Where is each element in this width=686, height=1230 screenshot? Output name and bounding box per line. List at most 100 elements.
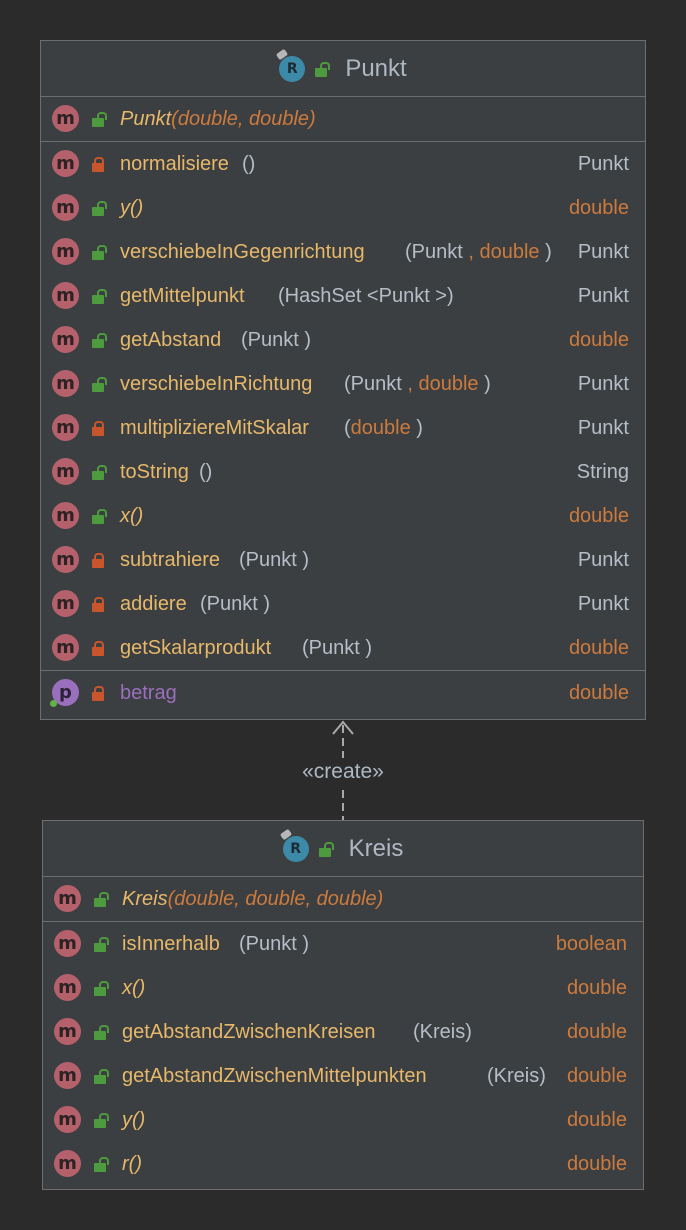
method-row[interactable]: m verschiebeInGegenrichtung (Punkt , doubl… xyxy=(41,230,645,274)
method-name: getAbstandZwischenKreisen xyxy=(122,1020,376,1043)
method-icon: m xyxy=(52,105,79,132)
return-type: Punkt xyxy=(577,240,629,263)
constructor-row[interactable]: m Kreis(double, double, double) xyxy=(43,877,643,921)
return-type: String xyxy=(576,460,629,483)
param-token: (Punkt ) xyxy=(302,636,373,659)
param-token: (Punkt xyxy=(405,240,463,263)
public-visibility-icon xyxy=(92,377,107,392)
method-icon: m xyxy=(52,502,79,529)
return-type: double xyxy=(566,1152,627,1175)
method-icon: m xyxy=(52,590,79,617)
private-visibility-icon xyxy=(92,421,104,436)
public-visibility-icon xyxy=(94,1025,109,1040)
constructor-row[interactable]: m Punkt(double, double) xyxy=(41,97,645,141)
public-visibility-icon xyxy=(92,333,107,348)
create-relation-label: «create» xyxy=(302,760,384,783)
return-type: Punkt xyxy=(577,284,629,307)
public-visibility-icon xyxy=(92,289,107,304)
method-icon: m xyxy=(52,194,79,221)
public-visibility-icon xyxy=(92,245,107,260)
return-type: double xyxy=(566,1108,627,1131)
private-visibility-icon xyxy=(92,641,104,656)
private-visibility-icon xyxy=(92,157,104,172)
param-token: (Punkt ) xyxy=(241,328,312,351)
method-icon: m xyxy=(52,238,79,265)
return-type: double xyxy=(566,1064,627,1087)
record-class-icon: R xyxy=(276,48,306,82)
method-params: (Punkt ) xyxy=(200,593,270,616)
param-token: (Kreis) xyxy=(487,1064,546,1087)
class-header: R Kreis xyxy=(43,821,643,877)
public-visibility-icon xyxy=(94,892,109,907)
method-name: r() xyxy=(122,1152,142,1175)
method-name: y() xyxy=(120,196,144,219)
param-token: , double xyxy=(462,240,540,263)
method-name: getMittelpunkt xyxy=(120,284,245,307)
method-name: getAbstandZwischenMittelpunkten xyxy=(122,1064,427,1087)
method-row[interactable]: m getAbstandZwischenKreisen (Kreis) double xyxy=(43,1010,643,1054)
method-name: getSkalarprodukt xyxy=(120,636,272,659)
param-token: , double xyxy=(401,372,479,395)
method-icon: m xyxy=(54,1018,81,1045)
method-row[interactable]: m y() double xyxy=(41,186,645,230)
method-name: getAbstand xyxy=(120,328,222,351)
return-type: double xyxy=(568,196,629,219)
method-name: subtrahiere xyxy=(120,548,221,571)
method-name: x() xyxy=(122,976,146,999)
param-token: (HashSet <Punkt >) xyxy=(278,284,454,307)
param-token: ) xyxy=(539,240,552,263)
return-type: double xyxy=(568,636,629,659)
public-visibility-icon xyxy=(94,1157,109,1172)
param-token: ) xyxy=(410,416,423,439)
method-params: (Kreis) xyxy=(413,1021,472,1044)
method-params: (double ) xyxy=(344,417,423,440)
method-params: (Punkt , double ) xyxy=(344,373,491,396)
public-visibility-icon xyxy=(315,61,331,77)
return-type: double xyxy=(568,504,629,527)
public-visibility-icon xyxy=(92,112,107,127)
param-token: () xyxy=(242,152,256,175)
method-name: isInnerhalb xyxy=(122,932,220,955)
public-visibility-icon xyxy=(94,981,109,996)
param-token: (Punkt xyxy=(344,372,402,395)
public-visibility-icon xyxy=(92,465,107,480)
public-visibility-icon xyxy=(92,201,107,216)
method-params: () xyxy=(199,461,212,484)
method-params: (Punkt ) xyxy=(239,933,309,956)
public-visibility-icon xyxy=(92,509,107,524)
class-kreis[interactable]: R Kreis m Kreis(double, double, double) … xyxy=(42,820,644,1190)
public-visibility-icon xyxy=(318,841,334,857)
property-type: double xyxy=(568,681,629,704)
method-name: multipliziereMitSkalar xyxy=(120,416,309,439)
return-type: double xyxy=(566,1020,627,1043)
param-token: ( xyxy=(344,416,351,439)
method-name: verschiebeInGegenrichtung xyxy=(120,240,365,263)
property-name: betrag xyxy=(120,681,177,704)
method-name: normalisiere xyxy=(120,152,229,175)
public-visibility-icon xyxy=(94,1113,109,1128)
field-marker-icon xyxy=(50,700,57,707)
method-params: (Punkt , double ) xyxy=(405,241,552,264)
param-token: () xyxy=(199,460,213,483)
method-name: verschiebeInRichtung xyxy=(120,372,313,395)
